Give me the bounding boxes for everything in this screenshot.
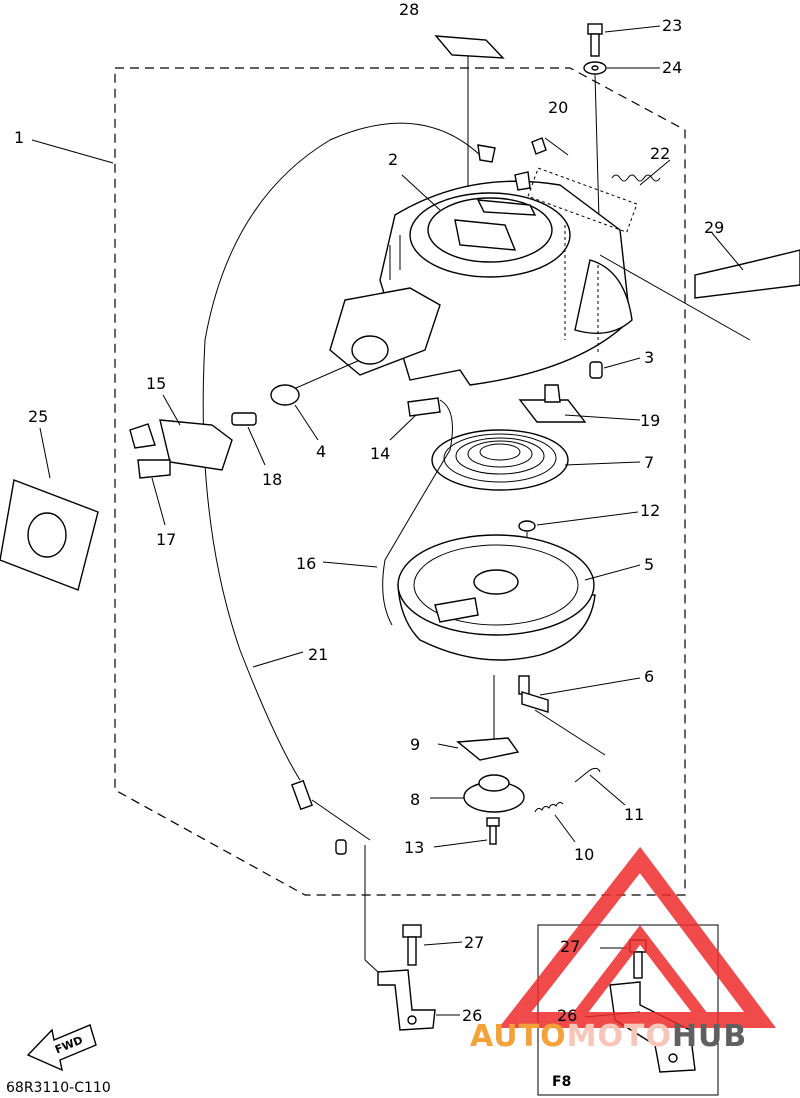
inset-label: F8 xyxy=(552,1074,571,1090)
part-16-cable xyxy=(322,399,453,626)
callout-26: 26 xyxy=(462,1006,482,1025)
callout-22: 22 xyxy=(650,144,670,163)
callout-23: 23 xyxy=(662,16,682,35)
callout-labels: 1 2 3 4 5 6 7 8 9 10 11 12 13 14 15 16 1… xyxy=(14,0,724,1025)
part-26-bracket xyxy=(364,845,460,1031)
callout-17: 17 xyxy=(156,530,176,549)
part-20-clip xyxy=(514,137,569,191)
callout-16: 16 xyxy=(296,554,316,573)
diagram-code: 68R3110-C110 xyxy=(6,1080,111,1096)
callout-6: 6 xyxy=(644,667,654,686)
watermark-triangle-icon xyxy=(498,846,776,1028)
callout-18: 18 xyxy=(262,470,282,489)
part-22-spring xyxy=(611,159,671,186)
watermark-inner-triangle-icon xyxy=(570,925,710,1024)
callout-26-inset: 26 xyxy=(557,1006,577,1025)
callout-27: 27 xyxy=(464,933,484,952)
part-29-tape xyxy=(599,232,800,341)
part-8-drive-plate xyxy=(430,774,525,813)
callout-27-inset: 27 xyxy=(560,937,580,956)
part-23-bolt xyxy=(587,23,661,57)
watermark-text: AUTOMOTOHUB xyxy=(470,1019,747,1054)
callout-5: 5 xyxy=(644,555,654,574)
part-10-coil-spring xyxy=(534,801,576,843)
part-5-sheave-drum xyxy=(397,534,641,661)
part-9-plate xyxy=(437,737,520,761)
watermark-logo xyxy=(498,846,776,1028)
callout-29: 29 xyxy=(704,218,724,237)
fwd-arrow-icon: FWD xyxy=(26,1024,97,1072)
part-6-pawl xyxy=(493,675,641,756)
part-21-cable xyxy=(202,122,496,855)
callout-3: 3 xyxy=(644,348,654,367)
callout-11: 11 xyxy=(624,805,644,824)
watermark-part1: AUTO xyxy=(470,1019,567,1054)
callout-10: 10 xyxy=(574,845,594,864)
part-18-cable-end xyxy=(231,412,266,466)
callout-20: 20 xyxy=(548,98,568,117)
callout-25: 25 xyxy=(28,407,48,426)
callout-1: 1 xyxy=(14,128,24,147)
callout-14: 14 xyxy=(370,444,390,463)
part-4-rope xyxy=(270,335,389,441)
watermark-part2: MOTO xyxy=(567,1019,672,1054)
callout-2: 2 xyxy=(388,150,398,169)
part-11-return-spring xyxy=(574,767,626,806)
part-17-clip xyxy=(137,459,171,526)
part-14-clamp xyxy=(389,397,441,441)
part-7-spiral-spring xyxy=(431,429,641,491)
part-1-leader xyxy=(31,139,114,164)
dotted-guides xyxy=(527,167,638,355)
callout-4: 4 xyxy=(316,442,326,461)
part-25-grommet xyxy=(0,427,99,591)
callout-24: 24 xyxy=(662,58,682,77)
watermark-part3: HUB xyxy=(672,1019,747,1054)
assembly-boundary xyxy=(114,67,686,896)
callout-9: 9 xyxy=(410,735,420,754)
part-15-lever-bracket xyxy=(129,394,233,471)
part-2-starter-case xyxy=(329,174,633,386)
callout-19: 19 xyxy=(640,411,660,430)
callout-28: 28 xyxy=(399,0,419,19)
part-3-pin xyxy=(589,357,641,379)
callout-15: 15 xyxy=(146,374,166,393)
callout-12: 12 xyxy=(640,501,660,520)
callout-13: 13 xyxy=(404,838,424,857)
callout-7: 7 xyxy=(644,453,654,472)
part-27-bolt xyxy=(402,924,463,966)
part-13-bolt xyxy=(433,817,500,848)
callout-21: 21 xyxy=(308,645,328,664)
part-19-lock xyxy=(518,384,641,423)
callout-8: 8 xyxy=(410,790,420,809)
